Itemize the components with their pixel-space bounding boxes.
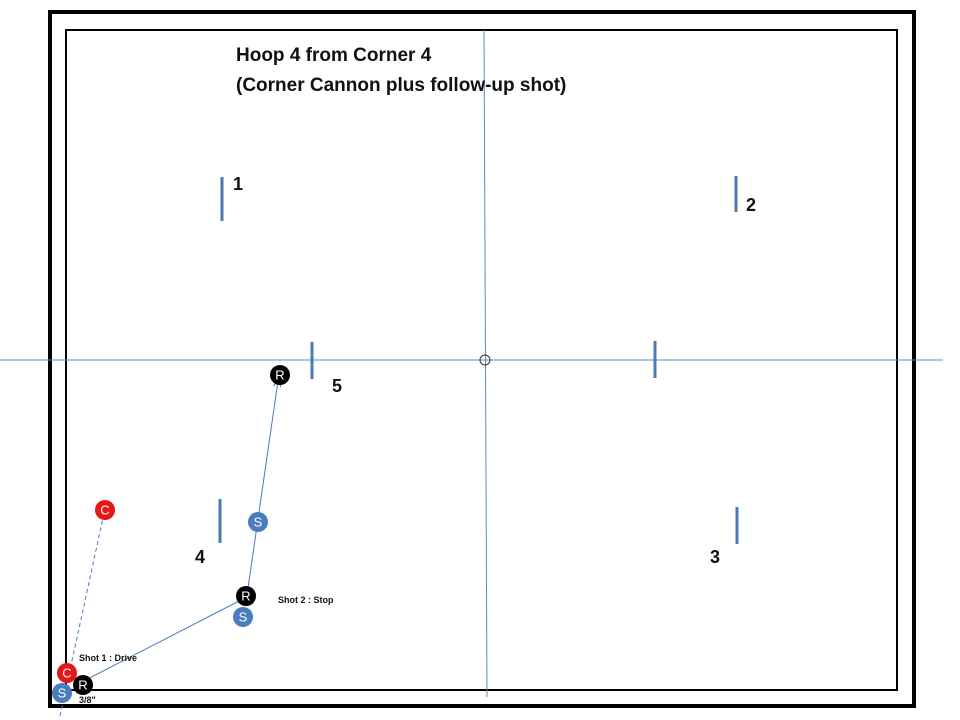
svg-text:R: R (275, 368, 284, 383)
shot2-stop-path (246, 381, 278, 596)
shot2-label: Shot 2 : Stop (278, 595, 334, 605)
hoop-label-5: 5 (332, 376, 343, 396)
outer-court-border (48, 10, 916, 708)
svg-text:R: R (241, 589, 250, 604)
shot1-label: Shot 1 : Drive (79, 653, 138, 663)
ball-r-corner: R (73, 675, 93, 695)
ball-s-mid: S (248, 512, 268, 532)
hoop-label-3: 3 (710, 547, 721, 567)
hoop-label-1: 1 (233, 174, 244, 194)
svg-text:S: S (254, 515, 263, 530)
center-peg (479, 354, 491, 366)
svg-text:R: R (78, 678, 87, 693)
ball-c-top: C (95, 500, 115, 520)
svg-text:C: C (62, 666, 71, 681)
ball-s-shot1: S (233, 607, 253, 627)
ball-s-corner: S (52, 683, 72, 703)
c-ball-dashed-path (59, 517, 104, 717)
ball-r-final: R (270, 365, 290, 385)
svg-text:C: C (100, 503, 109, 518)
distance-label: 3/8" (79, 695, 96, 705)
vertical-center-line (483, 29, 488, 698)
hoop-label-4: 4 (195, 547, 206, 567)
svg-text:S: S (239, 610, 248, 625)
diagram-title-line2: (Corner Cannon plus follow-up shot) (236, 75, 567, 96)
ball-c-corner: C (57, 663, 77, 683)
shot1-drive-path (73, 599, 242, 687)
hoop-label-2: 2 (746, 195, 757, 215)
ball-r-shot2: R (236, 586, 256, 606)
diagram-title-line1: Hoop 4 from Corner 4 (236, 45, 432, 66)
svg-text:S: S (58, 686, 67, 701)
